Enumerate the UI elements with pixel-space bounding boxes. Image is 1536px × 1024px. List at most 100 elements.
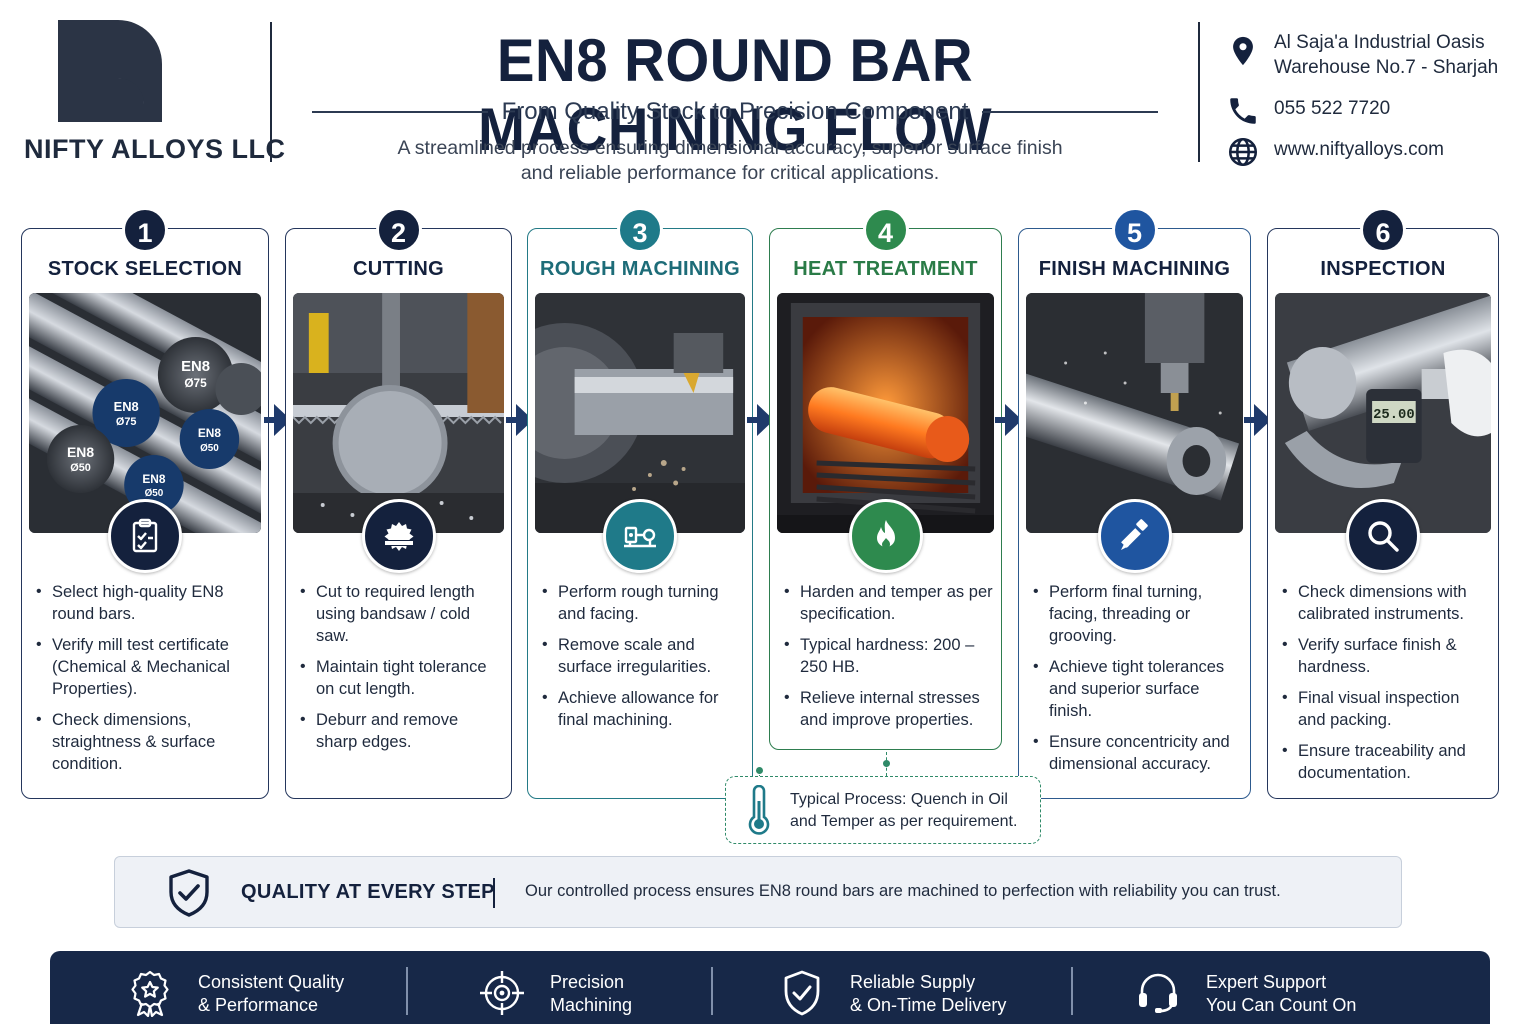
step-number-badge: 4: [862, 207, 909, 253]
bullet-item: Check dimensions with calibrated instrum…: [1282, 581, 1490, 625]
bullet-item: Relieve internal stresses and improve pr…: [784, 687, 993, 731]
bar-label-grade: EN8: [67, 444, 94, 460]
header-divider-left: [270, 22, 272, 162]
step-card-finish-machining: 5 FINISH MACHINING Perform final turning…: [1018, 207, 1251, 799]
phone-icon: [1230, 98, 1256, 124]
bullet-item: Final visual inspection and packing.: [1282, 687, 1490, 731]
clipboard-check-icon: [108, 499, 182, 573]
typical-process-note: Typical Process: Quench in Oil and Tempe…: [725, 776, 1041, 844]
step-card-rough-machining: 3 ROUGH MACHINING Perform rough turning …: [527, 207, 753, 799]
feature-text: Precision Machining: [550, 971, 632, 1017]
step-bullets: Harden and temper as per specification. …: [784, 581, 993, 740]
bullet-item: Check dimensions, straightness & surface…: [36, 709, 260, 775]
description-line-2: and reliable performance for critical ap…: [520, 162, 940, 184]
address-line-2: Warehouse No.7 - Sharjah: [1274, 57, 1499, 78]
step-title: CUTTING: [353, 258, 444, 280]
header-divider-right: [1198, 22, 1200, 162]
note-connector: [759, 770, 760, 778]
globe-icon: [1228, 137, 1258, 167]
bullet-item: Perform final turning, facing, threading…: [1033, 581, 1242, 647]
step-number-badge: 6: [1360, 207, 1406, 253]
bar-label-grade: EN8: [114, 399, 139, 414]
step-bullets: Select high-quality EN8 round bars. Veri…: [36, 581, 260, 784]
description-line-1: A streamlined process ensuring dimension…: [397, 137, 1063, 159]
footer-divider: [406, 967, 408, 1015]
note-connector-dot: [883, 760, 890, 767]
bullet-item: Verify mill test certificate (Chemical &…: [36, 634, 260, 700]
bar-label-size: Ø75: [116, 416, 137, 428]
website-link[interactable]: www.niftyalloys.com: [1274, 139, 1444, 160]
cutting-tool-icon: [1097, 499, 1172, 573]
quality-divider: [493, 878, 495, 908]
subtitle-rule-right: [982, 111, 1159, 113]
step-card-heat-treatment: 4 HEAT TREATMENT Harden and temper as pe…: [769, 207, 1002, 750]
shield-check-icon: [169, 869, 209, 917]
gauge-reading: 25.00: [1373, 407, 1415, 423]
step-title: FINISH MACHINING: [1038, 258, 1231, 280]
feature-line-2: & On-Time Delivery: [850, 995, 1007, 1015]
feature-line-1: Reliable Supply: [850, 972, 976, 992]
bar-label-size: Ø50: [70, 462, 91, 474]
bullet-item: Cut to required length using bandsaw / c…: [300, 581, 503, 647]
page-description: A streamlined process ensuring dimension…: [330, 136, 1130, 186]
bullet-item: Remove scale and surface irregularities.: [542, 634, 744, 678]
feature-text: Reliable Supply & On-Time Delivery: [850, 971, 1006, 1017]
bullet-item: Achieve tight tolerances and superior su…: [1033, 656, 1242, 722]
company-name: NIFTY ALLOYS LLC: [24, 134, 286, 164]
feature-text: Consistent Quality & Performance: [198, 971, 344, 1017]
rough-turning-photo: [535, 293, 745, 533]
step-bullets: Check dimensions with calibrated instrum…: [1282, 581, 1490, 793]
bar-label-size: Ø50: [200, 443, 219, 454]
bullet-item: Maintain tight tolerance on cut length.: [300, 656, 503, 700]
shield-check-icon: [784, 970, 820, 1016]
bullet-item: Harden and temper as per specification.: [784, 581, 993, 625]
step-card-stock-selection: 1 STOCK SELECTION EN8 Ø75 EN: [21, 207, 269, 799]
award-badge-icon: [131, 970, 169, 1017]
finish-machining-photo: [1026, 293, 1243, 533]
bullet-item: Perform rough turning and facing.: [542, 581, 744, 625]
footer-divider: [711, 967, 713, 1015]
address-line-1: Al Saja'a Industrial Oasis: [1274, 32, 1485, 53]
step-title: STOCK SELECTION: [47, 258, 243, 280]
quality-text: Our controlled process ensures EN8 round…: [525, 882, 1281, 900]
feature-line-1: Precision: [550, 972, 625, 992]
bar-label-grade: EN8: [142, 472, 165, 486]
thermometer-icon: [748, 785, 770, 835]
saw-blade-icon: [361, 499, 436, 573]
bullet-item: Achieve allowance for final machining.: [542, 687, 744, 731]
step-number-badge: 2: [375, 207, 422, 253]
step-bullets: Perform final turning, facing, threading…: [1033, 581, 1242, 784]
bar-label-grade: EN8: [181, 358, 210, 375]
flow-arrow-icon: [1244, 404, 1271, 436]
subtitle-rule-left: [312, 111, 488, 113]
footer-bar: Consistent Quality & Performance Precisi…: [50, 951, 1490, 1024]
bullet-item: Select high-quality EN8 round bars.: [36, 581, 260, 625]
feature-line-2: & Performance: [198, 995, 319, 1015]
step-title: INSPECTION: [1320, 258, 1446, 280]
quality-banner: QUALITY AT EVERY STEP Our controlled pro…: [114, 856, 1402, 928]
bar-label-size: Ø50: [145, 488, 164, 499]
header: NIFTY ALLOYS LLC EN8 ROUND BAR MACHINING…: [0, 0, 1536, 200]
footer-divider: [1071, 967, 1073, 1015]
flow-arrow-icon: [995, 404, 1022, 436]
feature-line-2: Machining: [550, 995, 633, 1015]
page-subtitle: From Quality Stock to Precision Componen…: [501, 98, 969, 125]
bar-label-size: Ø75: [184, 376, 207, 390]
step-card-cutting: 2 CUTTING Cut to required length using b…: [285, 207, 512, 799]
bullet-item: Typical hardness: 200 – 250 HB.: [784, 634, 993, 678]
quality-title: QUALITY AT EVERY STEP: [241, 881, 495, 903]
bandsaw-cutting-photo: [293, 293, 504, 533]
step-card-inspection: 6 INSPECTION 25.00 Check dimensions with…: [1267, 207, 1499, 799]
phone-number[interactable]: 055 522 7720: [1274, 98, 1391, 119]
headset-icon: [1139, 973, 1177, 1013]
step-title: ROUGH MACHINING: [539, 258, 741, 280]
step-title: HEAT TREATMENT: [793, 258, 978, 280]
feature-line-1: Expert Support: [1206, 972, 1327, 992]
subtitle-row: From Quality Stock to Precision Componen…: [312, 98, 1159, 126]
note-line-1: Typical Process: Quench in Oil: [790, 791, 1008, 808]
feature-line-1: Consistent Quality: [198, 972, 345, 992]
crosshair-icon: [480, 971, 524, 1015]
bullet-item: Verify surface finish & hardness.: [1282, 634, 1490, 678]
lathe-icon: [603, 499, 677, 573]
stock-bars-photo: EN8 Ø75 EN8 Ø75 EN8 Ø50 EN8 Ø50 EN8 Ø50: [29, 293, 261, 533]
